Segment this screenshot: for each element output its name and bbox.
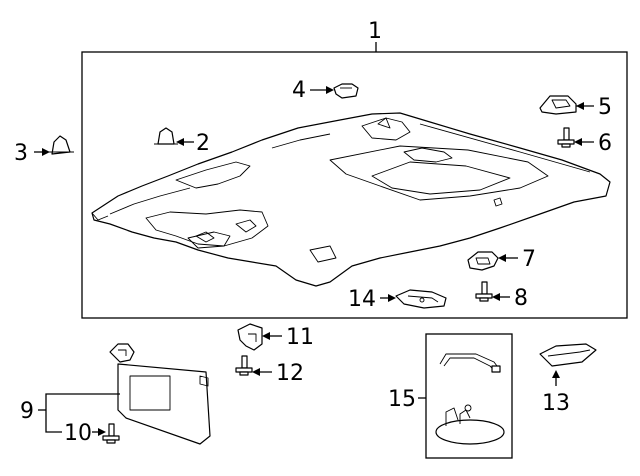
callout-9: 9 <box>20 399 34 424</box>
callout-3: 3 <box>14 141 28 166</box>
callout-1: 1 <box>368 19 382 44</box>
callout-14: 14 <box>348 287 376 312</box>
callout-5-arrow <box>576 102 594 110</box>
part-15-box <box>425 333 513 459</box>
callout-5: 5 <box>598 95 612 120</box>
callout-12: 12 <box>276 361 304 386</box>
callout-10: 10 <box>64 421 92 446</box>
part-9-sun-visor <box>109 343 211 445</box>
part-15-lens <box>435 404 505 445</box>
part-11-clip <box>237 323 263 351</box>
callout-9-bracket <box>45 393 120 433</box>
callout-11: 11 <box>286 325 314 350</box>
part-8-screw <box>475 281 493 302</box>
part-7-clip <box>467 251 499 271</box>
callout-13-arrow <box>552 370 560 386</box>
callout-13: 13 <box>542 391 570 416</box>
callout-7: 7 <box>522 247 536 272</box>
part-3-retainer <box>48 135 74 155</box>
callout-6: 6 <box>598 131 612 156</box>
callout-8-arrow <box>492 293 510 301</box>
callout-15: 15 <box>388 387 416 412</box>
headliner-panel <box>91 112 611 287</box>
part-13-dome-lamp <box>539 343 597 367</box>
callout-11-arrow <box>262 332 282 340</box>
callout-7-arrow <box>498 254 518 262</box>
headliner-assembly-box <box>81 51 628 319</box>
part-2-retainer <box>154 127 178 145</box>
callout-4: 4 <box>292 78 306 103</box>
callout-6-arrow <box>574 138 594 146</box>
part-4-clip <box>333 83 359 99</box>
callout-4-arrow <box>310 86 334 94</box>
part-15-wire-harness <box>439 353 501 373</box>
part-5-bracket <box>539 95 577 115</box>
part-12-screw <box>235 355 253 376</box>
part-10-screw <box>102 423 120 444</box>
callout-14-arrow <box>380 294 396 302</box>
part-6-screw <box>557 127 575 148</box>
callout-2-arrow <box>176 138 194 146</box>
callout-8: 8 <box>514 286 528 311</box>
callout-12-arrow <box>252 368 272 376</box>
callout-2: 2 <box>196 131 210 156</box>
callout-3-arrow <box>34 148 50 156</box>
callout-10-arrow <box>92 428 106 436</box>
part-14-trim <box>395 289 447 309</box>
